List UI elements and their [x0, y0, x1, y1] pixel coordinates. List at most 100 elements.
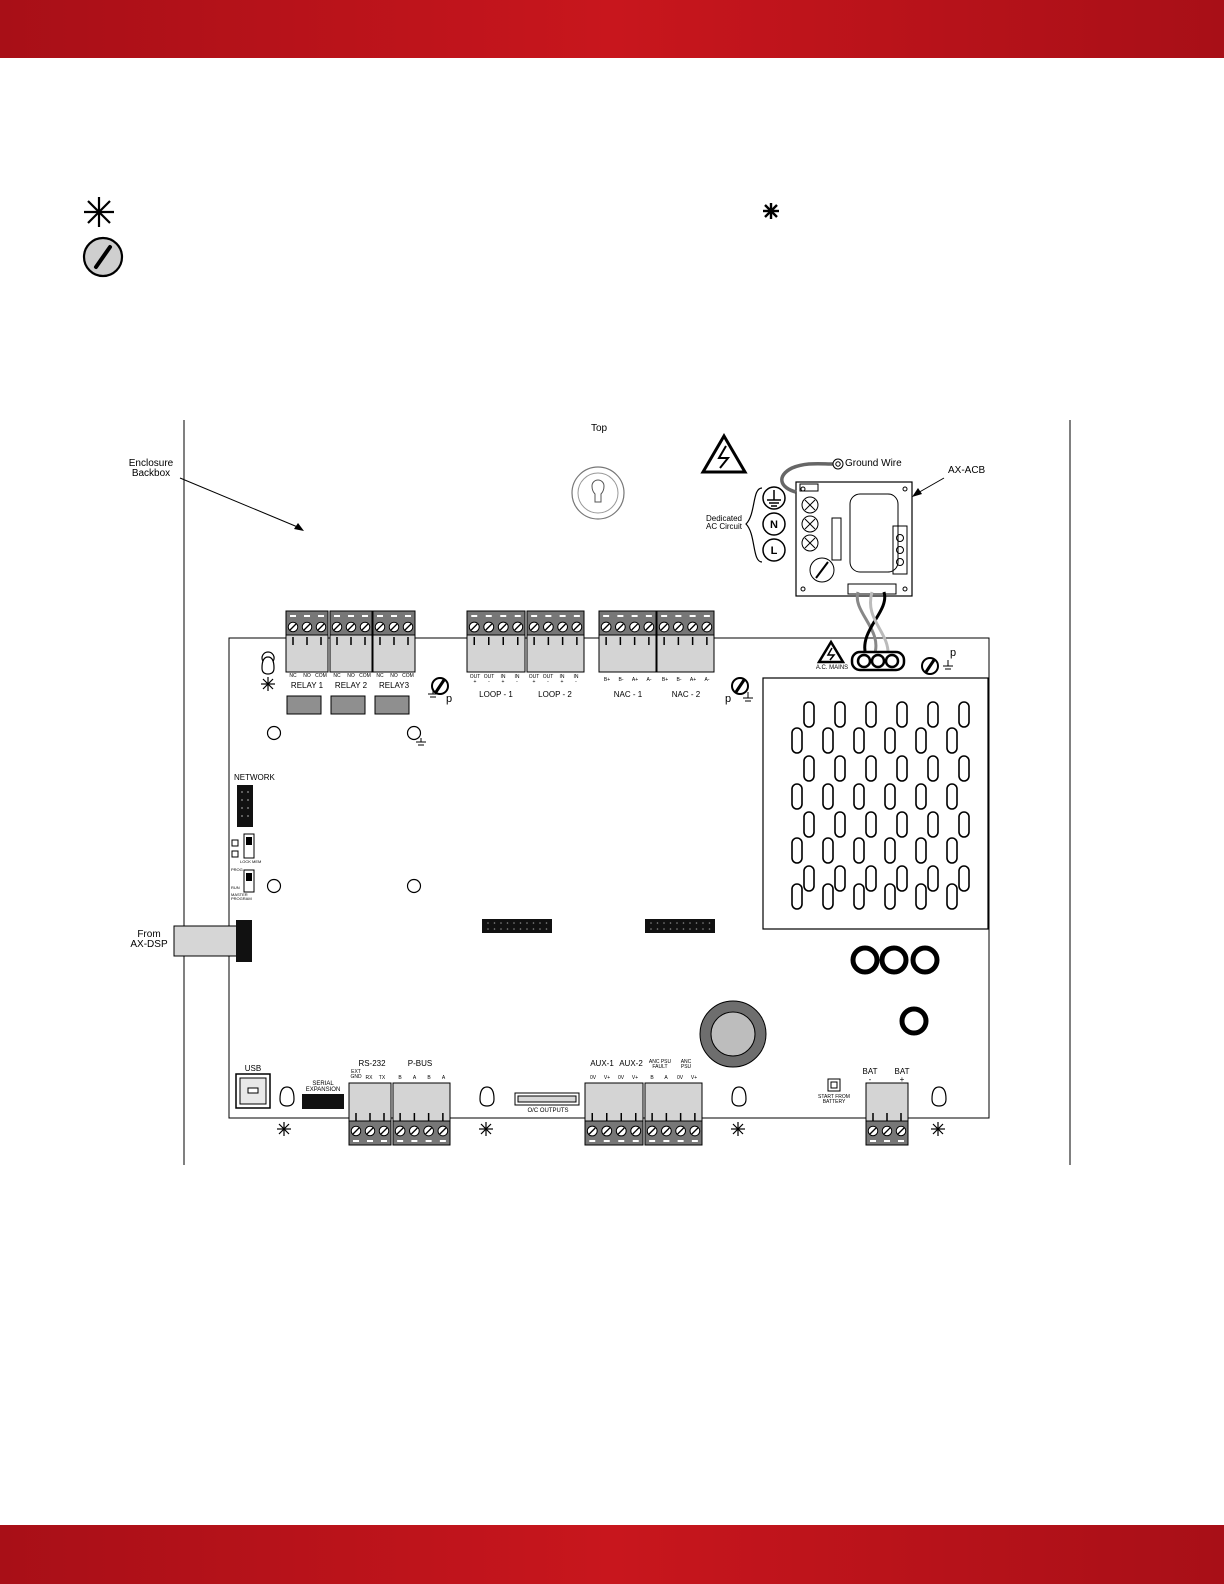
loop-pin-label: IN + [500, 674, 506, 685]
top-keyhole-icon [571, 466, 625, 520]
vent-slot [927, 811, 939, 838]
network-header [237, 785, 253, 827]
vent-slot [853, 883, 865, 910]
anc-psu-label: ANC PSU [680, 1059, 692, 1070]
rs232-label: RS-232 [358, 1059, 386, 1068]
ground-p-label-3: p [950, 647, 957, 659]
anc-terminal [644, 1082, 703, 1146]
pbus-pin-label: B [427, 1075, 431, 1081]
enclosure-backbox-label: Enclosure Backbox [128, 458, 174, 479]
vent-slot [853, 783, 865, 810]
p-bus-label: P-BUS [407, 1059, 433, 1068]
vent-slot [865, 755, 877, 782]
vent-slot [896, 865, 908, 892]
vent-slot [791, 883, 803, 910]
ax-acb-label: AX-ACB [948, 465, 986, 476]
bottom-footer-band [0, 1525, 1224, 1584]
vent-slot [791, 783, 803, 810]
run-label: RUN [231, 885, 240, 890]
ribbon-header-left [482, 919, 552, 933]
loop-label: LOOP - 2 [538, 690, 572, 699]
vent-slot [834, 865, 846, 892]
svg-text:N: N [770, 519, 778, 531]
nac-pin-label: B+ [661, 677, 669, 683]
high-voltage-warning-icon [700, 433, 748, 474]
relay-pin-label: NO [303, 673, 311, 679]
vent-slot [884, 727, 896, 754]
relay3-terminal [372, 610, 416, 673]
relay-pin-label: COM [402, 673, 414, 679]
legend-screw-icon [82, 236, 124, 278]
vent-slot [865, 701, 877, 728]
loop-pin-label: OUT - [483, 674, 495, 685]
loop-pin-label: IN - [573, 674, 579, 685]
usb-label: USB [244, 1064, 262, 1073]
vent-slot [927, 701, 939, 728]
vent-slot [958, 811, 970, 838]
nac-pin-label: A+ [631, 677, 639, 683]
relay-pin-label: NC [289, 673, 297, 679]
rs232-pin-label: TX [378, 1075, 386, 1081]
vent-slot [927, 865, 939, 892]
relay-label: RELAY 1 [290, 681, 324, 690]
vent-slot [884, 883, 896, 910]
start-from-battery-label: START FROM BATTERY [818, 1094, 850, 1105]
aux1-label: AUX-1 [590, 1059, 614, 1068]
ground-p-label-2: p [725, 693, 732, 705]
relay-label: RELAY 2 [334, 681, 368, 690]
top-label: Top [590, 423, 608, 434]
vent-slot [822, 837, 834, 864]
aux-pin-label: V+ [603, 1075, 611, 1081]
board-asterisk-icons [261, 677, 945, 1136]
loop-pin-label: OUT + [469, 674, 481, 685]
pbus-pin-label: B [398, 1075, 402, 1081]
loop-pin-label: OUT + [528, 674, 540, 685]
vent-slot [803, 865, 815, 892]
vent-slot [884, 837, 896, 864]
aux-pin-label: V+ [631, 1075, 639, 1081]
vent-slot [803, 811, 815, 838]
nac-label: NAC - 2 [671, 690, 701, 699]
nac-label: NAC - 1 [613, 690, 643, 699]
board-keyholes [261, 651, 947, 1107]
relay-pin-label: NC [376, 673, 384, 679]
nac2-terminal [656, 610, 715, 673]
rs232-pin-label: EXT GND [350, 1069, 362, 1080]
anc-psu-fault-label: ANC PSU FAULT [648, 1059, 672, 1070]
pbus-pin-label: A [412, 1075, 417, 1081]
vent-slot [946, 783, 958, 810]
vent-slot [915, 883, 927, 910]
vent-slot [915, 837, 927, 864]
vent-slot [791, 837, 803, 864]
nac-pin-label: B- [618, 677, 624, 683]
bat-positive-label: BAT + [894, 1067, 910, 1084]
dedicated-ac-circuit-label: Dedicated AC Circuit [705, 514, 743, 531]
from-ax-dsp-label: From AX-DSP [130, 929, 168, 950]
ground-wire-label: Ground Wire [845, 458, 902, 469]
vent-slot [791, 727, 803, 754]
vent-slot [915, 727, 927, 754]
rs232-terminal [348, 1082, 392, 1146]
loop-pin-label: OUT - [542, 674, 554, 685]
vent-slot [865, 865, 877, 892]
aux-pin-label: 0V [589, 1075, 597, 1081]
anc-pin-label: B [650, 1075, 654, 1081]
vent-slot [946, 883, 958, 910]
relay-pin-label: COM [315, 673, 327, 679]
ax-acb-module [795, 481, 913, 597]
ground-p-label-1: p [446, 693, 453, 705]
lock-mem-label: LOCK MEM [240, 859, 262, 864]
vent-slot [884, 783, 896, 810]
relay-pin-label: COM [359, 673, 371, 679]
rs232-pin-label: RX [365, 1075, 373, 1081]
ground-screw-icons [431, 657, 939, 695]
relay-label: RELAY3 [378, 681, 410, 690]
svg-text:L: L [771, 545, 778, 557]
pbus-terminal [392, 1082, 451, 1146]
loop-label: LOOP - 1 [479, 690, 513, 699]
oc-outputs-label: O/C OUTPUTS [527, 1108, 569, 1114]
vent-slot [834, 811, 846, 838]
loop2-terminal [526, 610, 585, 673]
network-label: NETWORK [234, 773, 275, 782]
